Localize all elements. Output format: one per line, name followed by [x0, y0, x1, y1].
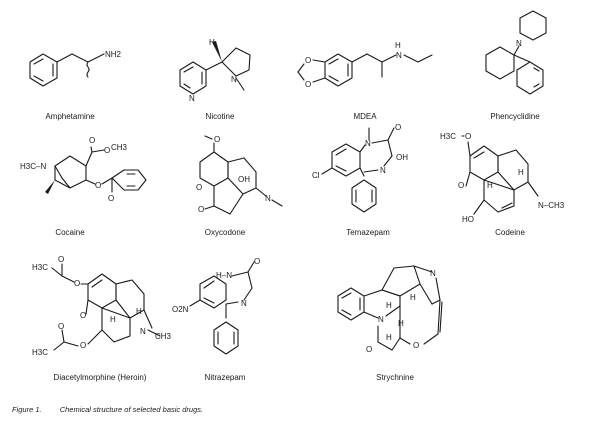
label-cocaine: Cocaine	[55, 228, 85, 237]
svg-text:H–N: H–N	[216, 271, 232, 280]
svg-text:N: N	[378, 315, 384, 324]
svg-text:O: O	[74, 279, 80, 288]
svg-text:O: O	[465, 132, 471, 141]
svg-text:H3C: H3C	[32, 348, 48, 357]
svg-text:O: O	[104, 146, 110, 155]
label-nicotine: Nicotine	[205, 112, 235, 121]
svg-text:H3C–N: H3C–N	[20, 162, 46, 171]
label-strychnine: Strychnine	[376, 373, 414, 382]
svg-text:O: O	[413, 341, 419, 350]
phencyclidine-structure: N	[485, 10, 547, 95]
svg-text:N: N	[396, 51, 402, 60]
svg-text:O: O	[108, 194, 114, 203]
oxycodone-structure: O O N OH O	[196, 135, 283, 215]
figure-caption-text: Chemical structure of selected basic dru…	[59, 405, 204, 414]
label-mdea: MDEA	[353, 112, 377, 121]
svg-text:N: N	[241, 299, 247, 308]
svg-text:O: O	[89, 136, 95, 145]
svg-text:O: O	[58, 322, 64, 331]
label-oxycodone: Oxycodone	[204, 228, 246, 237]
amphetamine-structure: NH2	[29, 50, 122, 87]
svg-text:OH: OH	[238, 175, 250, 184]
svg-text:NH2: NH2	[105, 50, 122, 59]
svg-text:H3C: H3C	[440, 132, 456, 141]
label-amphetamine: Amphetamine	[45, 112, 95, 121]
label-nitrazepam: Nitrazepam	[204, 373, 246, 382]
svg-text:HO: HO	[462, 215, 474, 224]
svg-text:O: O	[198, 205, 204, 214]
svg-text:H: H	[209, 38, 215, 47]
svg-text:OH: OH	[396, 153, 408, 162]
svg-text:H: H	[386, 333, 392, 342]
figure-caption: Figure 1. Chemical structure of selected…	[12, 405, 203, 414]
nicotine-structure: N N H	[179, 38, 251, 103]
svg-text:O: O	[95, 181, 101, 190]
temazepam-structure: Cl N O OH N	[312, 123, 408, 213]
svg-text:O: O	[58, 255, 64, 264]
svg-text:H: H	[410, 293, 416, 302]
svg-text:O: O	[305, 56, 311, 65]
svg-text:O: O	[80, 311, 86, 320]
codeine-structure: H3C O O H H N–CH3 HO	[440, 132, 565, 224]
svg-text:N: N	[140, 327, 146, 336]
label-phencyclidine: Phencyclidine	[490, 112, 540, 121]
svg-text:N–CH3: N–CH3	[538, 201, 565, 210]
svg-text:N: N	[516, 39, 522, 48]
svg-text:CH3: CH3	[111, 143, 128, 152]
svg-text:H3C: H3C	[32, 263, 48, 272]
svg-text:H: H	[110, 315, 116, 324]
figure-number: Figure 1.	[12, 405, 42, 414]
svg-text:O: O	[395, 123, 401, 132]
mdea-structure: O O H N	[297, 41, 433, 89]
svg-text:N: N	[189, 94, 195, 103]
svg-text:O: O	[366, 345, 372, 354]
svg-text:O: O	[196, 183, 202, 192]
svg-text:H: H	[386, 301, 392, 310]
label-temazepam: Temazepam	[346, 228, 390, 237]
svg-text:N: N	[380, 166, 386, 175]
svg-text:N: N	[231, 75, 237, 84]
svg-text:O: O	[254, 257, 260, 266]
heroin-structure: H3C O O H H N CH3 O O O H3C	[32, 255, 172, 357]
label-codeine: Codeine	[495, 228, 525, 237]
nitrazepam-structure: H–N O N O2N	[172, 257, 260, 355]
svg-text:O: O	[80, 341, 86, 350]
svg-text:H: H	[395, 41, 401, 50]
svg-text:Cl: Cl	[312, 171, 320, 180]
label-heroin: Diacetylmorphine (Heroin)	[53, 373, 147, 382]
svg-text:N: N	[365, 139, 371, 148]
svg-text:O: O	[214, 135, 220, 144]
svg-text:CH3: CH3	[155, 332, 172, 341]
svg-text:H: H	[487, 181, 493, 190]
svg-text:H: H	[398, 319, 404, 328]
strychnine-structure: N N O O H H H H	[337, 265, 443, 354]
svg-text:N: N	[265, 194, 271, 203]
svg-text:O: O	[458, 181, 464, 190]
svg-text:O: O	[305, 80, 311, 89]
svg-text:H: H	[518, 168, 524, 177]
cocaine-structure: H3C–N O O CH3 O O	[20, 136, 147, 203]
svg-text:H: H	[136, 307, 142, 316]
svg-text:O2N: O2N	[172, 305, 189, 314]
svg-text:N: N	[430, 269, 436, 278]
